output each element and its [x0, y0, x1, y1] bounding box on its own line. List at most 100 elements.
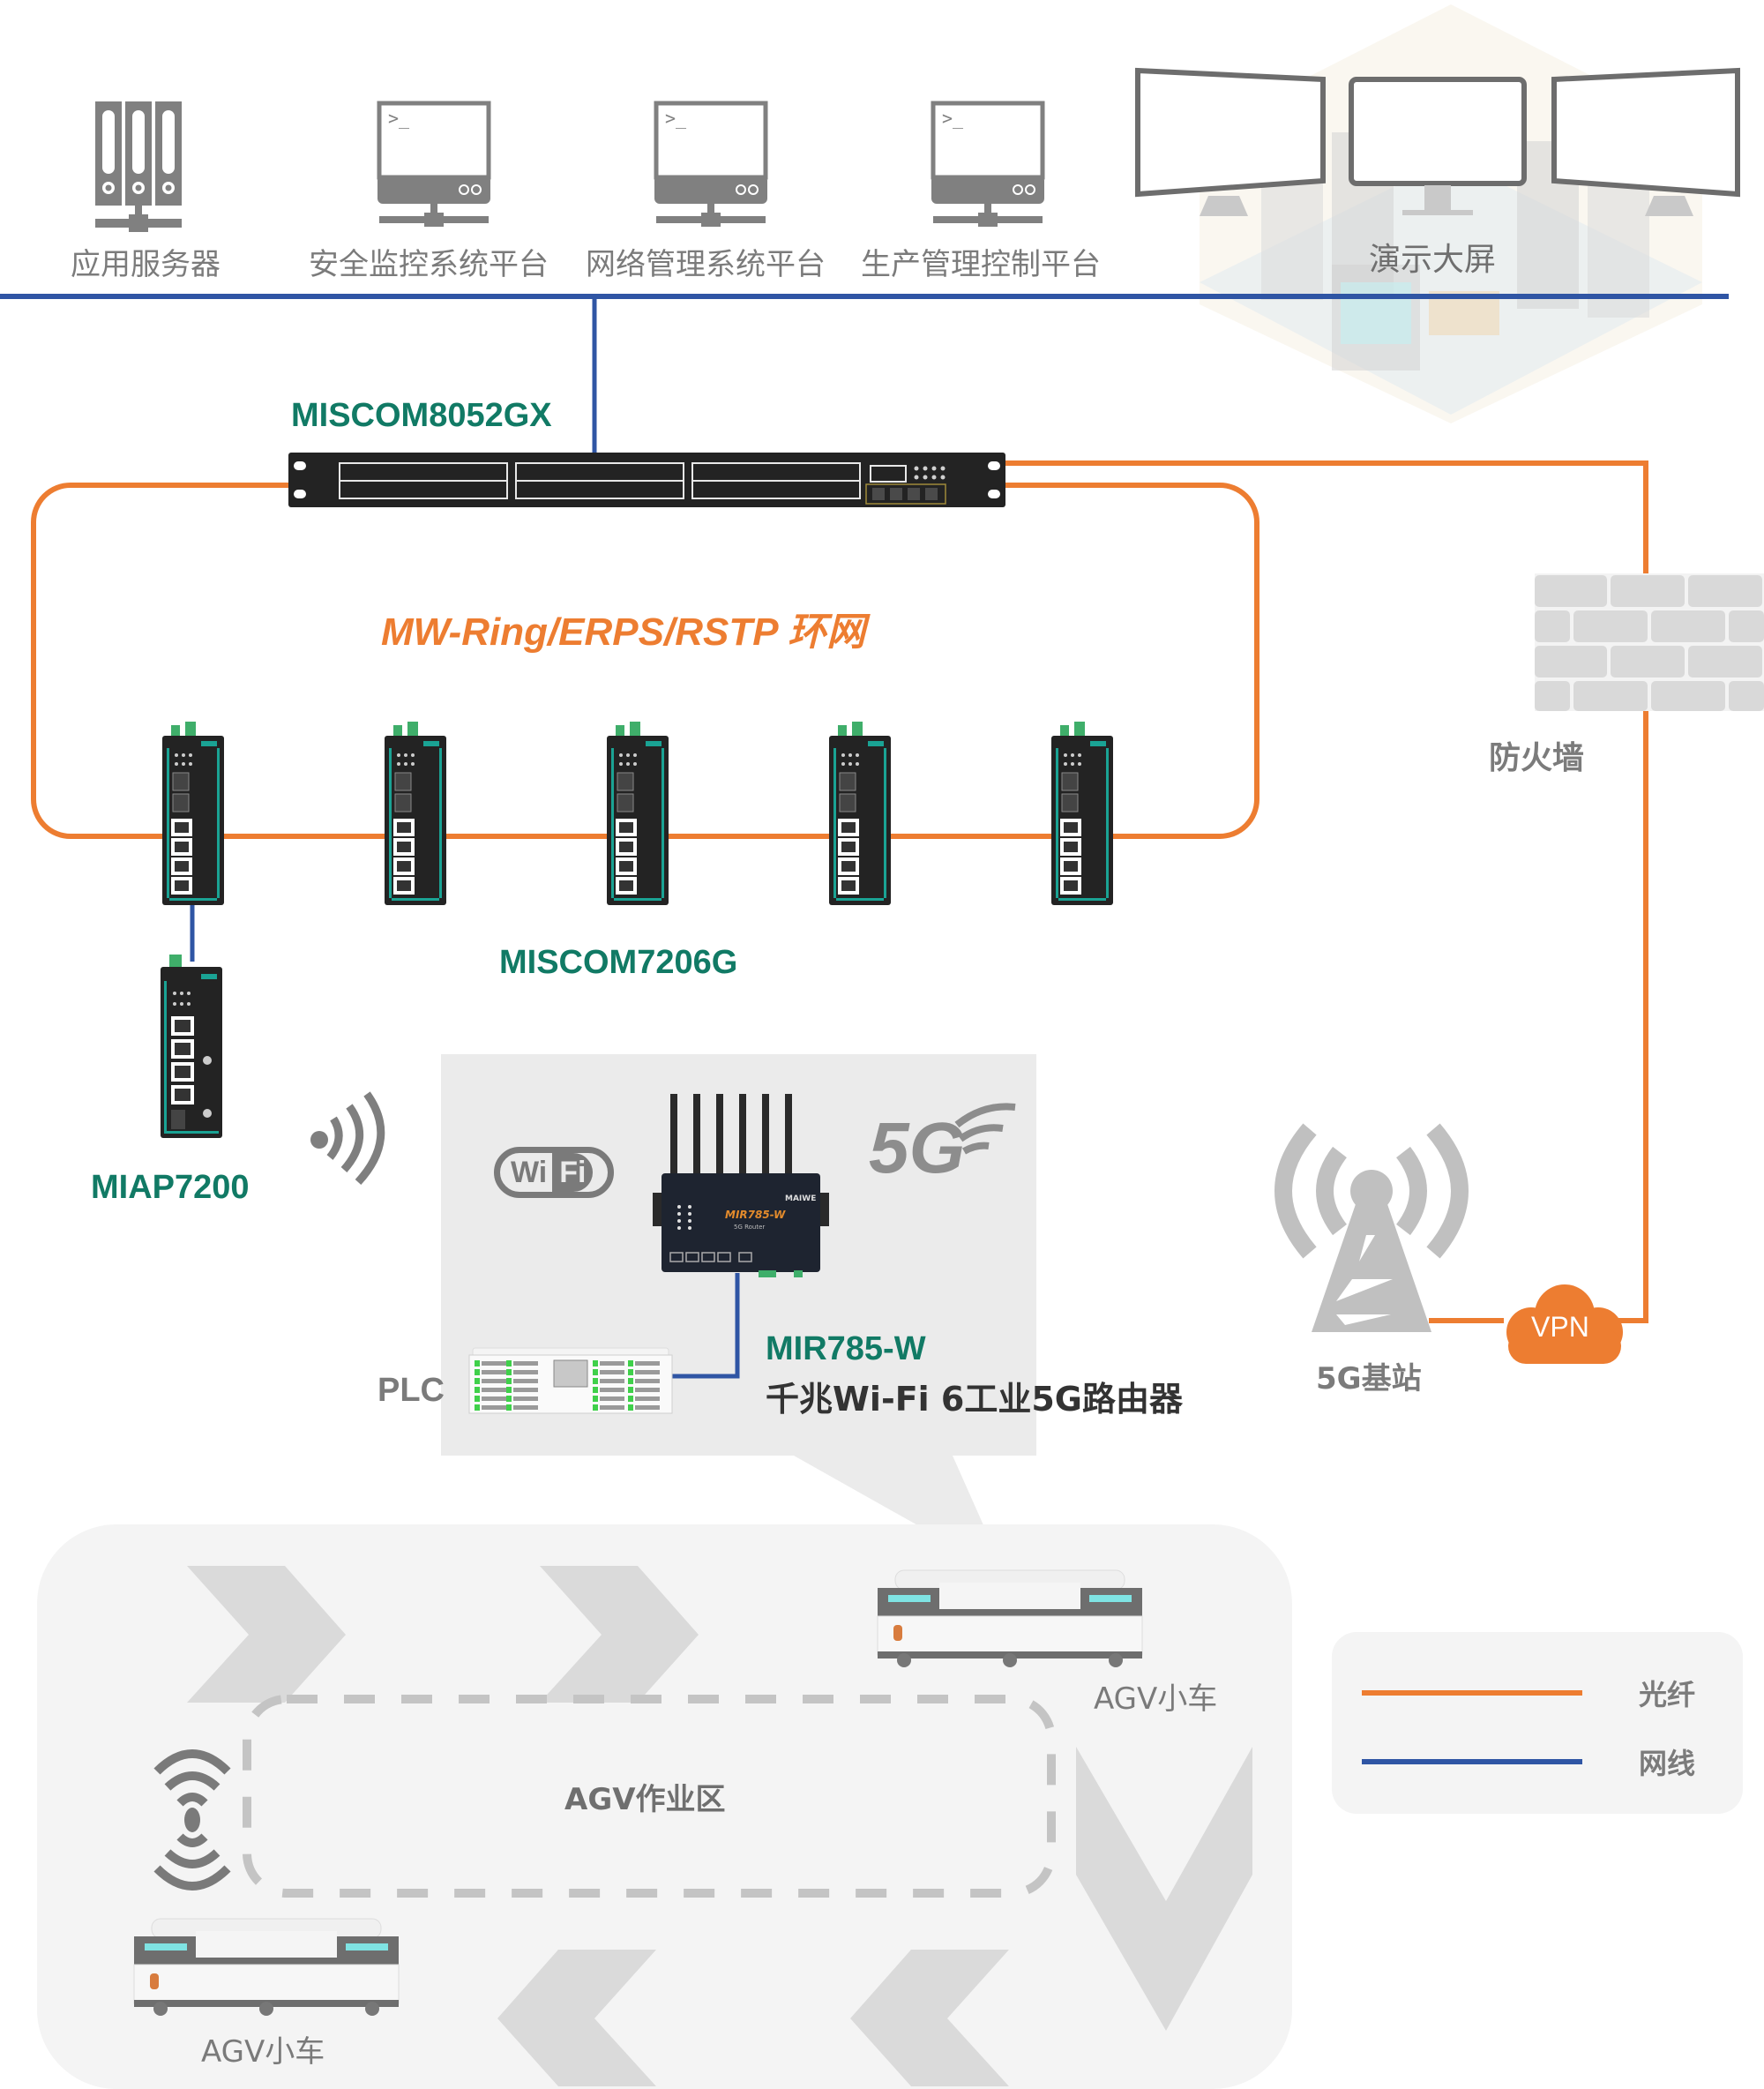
router-device: MAIWE MIR785-W 5G Router	[653, 1094, 829, 1279]
plc-io-terminal	[513, 1361, 538, 1366]
plc-io-terminal	[482, 1388, 506, 1392]
plc-io-led	[628, 1387, 633, 1393]
cloud-icon	[1506, 1284, 1623, 1364]
wifi-badge-icon: Wi Fi	[494, 1147, 614, 1198]
wifi-badge-fi: Fi	[552, 1153, 594, 1192]
plc-io-terminal	[482, 1370, 506, 1374]
plc-io-led	[628, 1396, 633, 1402]
server-rack-icon	[95, 101, 182, 232]
plc-io-terminal	[482, 1379, 506, 1383]
plc-label: PLC	[377, 1372, 445, 1409]
terminal-workstation-icon: >_	[377, 101, 491, 227]
legend-ethernet-swatch	[1362, 1759, 1582, 1764]
agv-vehicle	[877, 1569, 1143, 1667]
plc-io-terminal	[600, 1379, 624, 1383]
router-panel-model: MIR785-W	[725, 1209, 786, 1221]
badge-5g-icon: 5G	[869, 1089, 1019, 1195]
agv-work-area-boundary	[243, 1695, 1056, 1898]
plc-io-led	[475, 1369, 480, 1375]
top-device-label: 生产管理控制平台	[861, 247, 1101, 282]
plc-io-terminal	[513, 1405, 538, 1410]
terminal-workstation-icon: >_	[654, 101, 768, 227]
plc-io-led	[628, 1404, 633, 1411]
industrial-access-point-icon	[161, 955, 222, 1138]
router-model-label: MIR785-W	[766, 1330, 926, 1367]
plc-io-terminal	[513, 1396, 538, 1401]
plc-io-terminal	[600, 1388, 624, 1392]
din-rail-switch-icon	[829, 722, 891, 905]
plc-io-terminal	[513, 1379, 538, 1383]
agv-vehicle-label: AGV小车	[201, 2034, 325, 2070]
plc-io-led	[628, 1378, 633, 1384]
plc-io-terminal	[482, 1405, 506, 1410]
plc-io-terminal	[600, 1405, 624, 1410]
plc-io-led	[593, 1387, 598, 1393]
agv-robot-icon	[877, 1569, 1143, 1667]
terminal-workstation-icon: >_	[931, 101, 1045, 227]
plc-io-led	[475, 1360, 480, 1366]
plc-io-led	[506, 1360, 512, 1366]
din-rail-switch-icon	[607, 722, 669, 905]
flow-arrow-left-icon	[497, 1950, 656, 2086]
ring-switch-device	[605, 722, 670, 906]
base-station-label: 5G基站	[1316, 1361, 1422, 1396]
plc-io-led	[506, 1387, 512, 1393]
plc-io-terminal	[635, 1388, 660, 1392]
router-brand: MAIWE	[785, 1194, 817, 1203]
plc-io-led	[475, 1404, 480, 1411]
legend: 光纤 网线	[1332, 1632, 1743, 1814]
agv-vehicle-label: AGV小车	[1094, 1681, 1218, 1717]
agv-robot-icon	[133, 1918, 400, 2016]
top-device-label: 应用服务器	[71, 247, 220, 282]
wifi-badge-wi: Wi	[511, 1155, 548, 1189]
ring-switch-device	[1050, 722, 1115, 906]
plc-io-terminal	[635, 1361, 660, 1366]
cell-tower-icon	[1274, 1123, 1469, 1332]
display-wall-label: 演示大屏	[1369, 242, 1497, 278]
plc-io-led	[475, 1396, 480, 1402]
plc-io-led	[506, 1369, 512, 1375]
flow-arrow-right-icon	[540, 1566, 699, 1703]
din-rail-switch-icon	[1051, 722, 1113, 905]
flow-arrow-left-icon	[850, 1950, 1009, 2086]
rack-switch-icon	[288, 453, 1005, 507]
plc-io-led	[475, 1378, 480, 1384]
access-point-model-label: MIAP7200	[91, 1169, 250, 1206]
ring-switch-model-label: MISCOM7206G	[499, 944, 738, 981]
din-rail-switch-icon	[162, 722, 224, 905]
plc-io-terminal	[600, 1361, 624, 1366]
svg-text:>_: >_	[388, 108, 410, 129]
plc-io-led	[593, 1404, 598, 1411]
firewall-label: 防火墙	[1489, 740, 1585, 776]
agv-wireless-icon	[153, 1749, 231, 1891]
legend-ethernet-label: 网线	[1639, 1747, 1696, 1780]
plc-io-led	[628, 1360, 633, 1366]
legend-fiber-label: 光纤	[1639, 1678, 1696, 1711]
plc-io-led	[506, 1396, 512, 1402]
ring-switch-device	[827, 722, 893, 906]
flow-arrow-down-icon	[1076, 1747, 1252, 2031]
plc-io-terminal	[635, 1370, 660, 1374]
plc-io-led	[506, 1378, 512, 1384]
badge-5g-text: 5G	[869, 1108, 966, 1188]
plc-io-terminal	[513, 1370, 538, 1374]
plc-io-led	[593, 1396, 598, 1402]
svg-text:>_: >_	[665, 108, 687, 129]
firewall-brick-icon	[1535, 573, 1764, 711]
ring-protocol-label: MW-Ring/ERPS/RSTP 环网	[381, 610, 866, 654]
flow-arrow-right-icon	[187, 1566, 346, 1703]
plc-device	[468, 1347, 673, 1415]
top-device-label: 安全监控系统平台	[309, 247, 549, 282]
plc-io-led	[593, 1369, 598, 1375]
top-device-label: 网络管理系统平台	[586, 247, 826, 282]
svg-text:>_: >_	[942, 108, 964, 129]
plc-io-terminal	[482, 1361, 506, 1366]
firewall-device	[1535, 573, 1764, 711]
plc-io-led	[593, 1360, 598, 1366]
top-device-app-server	[71, 97, 229, 273]
vpn-label: VPN	[1531, 1311, 1589, 1343]
ring-switch-device	[161, 722, 226, 906]
